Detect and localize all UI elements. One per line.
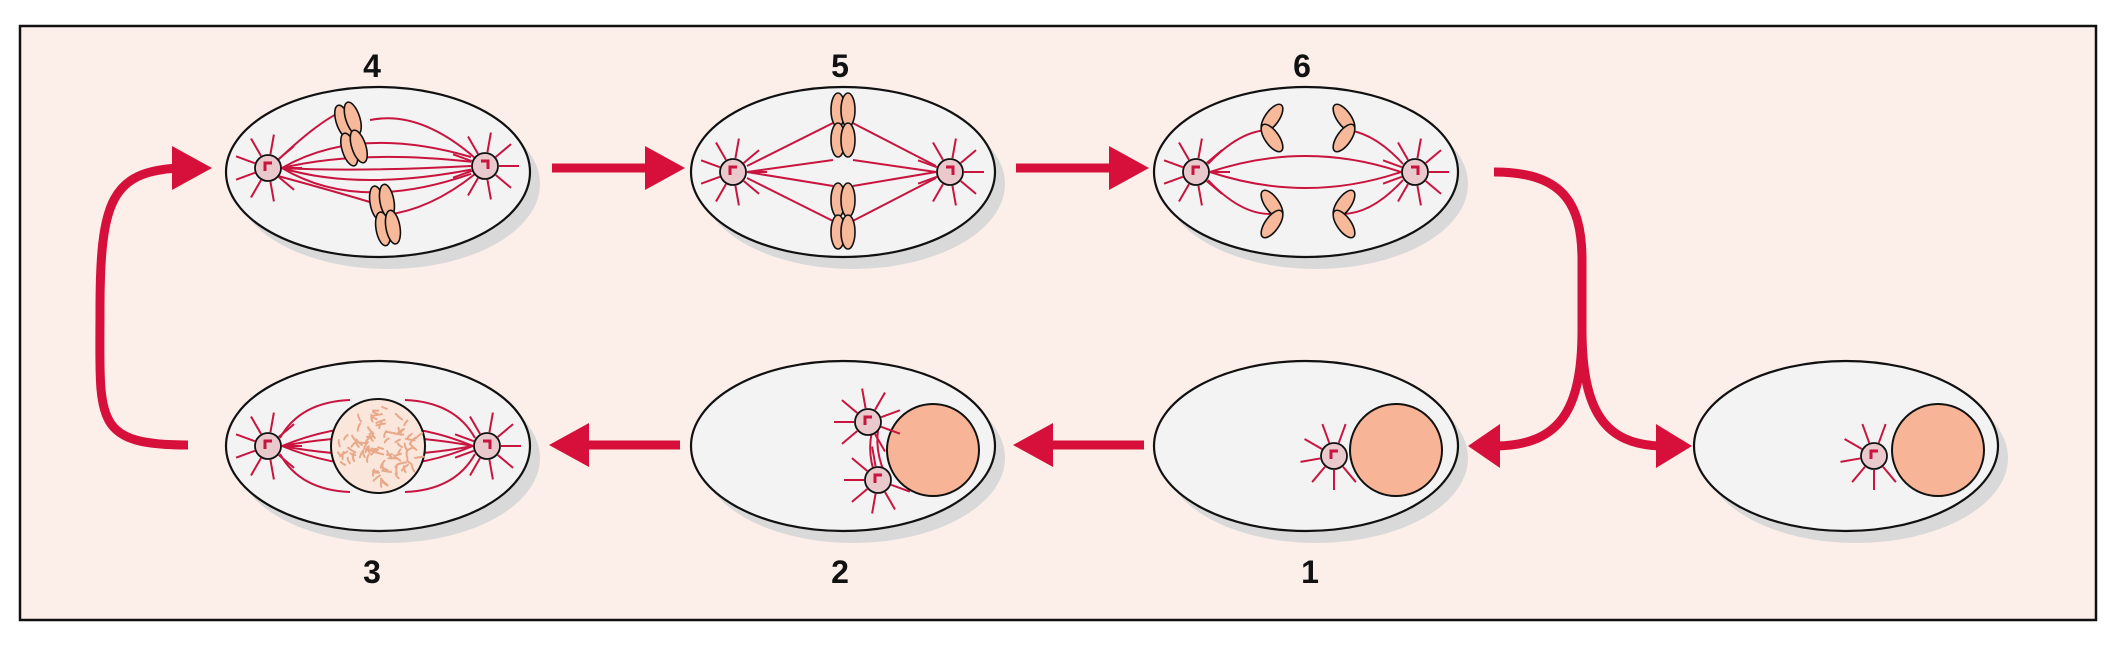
centrosome-body — [720, 159, 746, 185]
chromatid — [841, 215, 855, 249]
centrosome-body — [855, 409, 881, 435]
chromatin-strand — [381, 480, 382, 487]
nucleus — [887, 404, 979, 496]
chromatin-strand — [356, 442, 365, 443]
centrosome-body — [255, 433, 281, 459]
centrosome-body — [937, 159, 963, 185]
chromosome — [831, 123, 855, 157]
step-label-4: 4 — [363, 50, 381, 82]
chromatin-strand — [353, 454, 354, 461]
nucleus — [1892, 404, 1984, 496]
chromosome — [831, 183, 855, 217]
chromosome — [831, 215, 855, 249]
chromatin-strand — [368, 449, 377, 450]
chromatin-strand — [342, 452, 343, 459]
centrosome-body — [472, 153, 498, 179]
step-label-5: 5 — [831, 50, 849, 82]
nucleus — [1350, 404, 1442, 496]
chromatin-strand — [407, 451, 408, 458]
chromosome — [831, 93, 855, 127]
step-label-1: 1 — [1301, 556, 1319, 588]
chromatid — [841, 183, 855, 217]
chromatin-strand — [373, 469, 374, 475]
chromatid — [841, 123, 855, 157]
centrosome-body — [1183, 159, 1209, 185]
chromatin-strand — [396, 467, 397, 474]
centrosome-body — [1861, 443, 1887, 469]
step-label-3: 3 — [363, 556, 381, 588]
step-label-6: 6 — [1293, 50, 1311, 82]
centrosome-body — [1321, 443, 1347, 469]
centrosome-body — [1402, 159, 1428, 185]
chromatid — [841, 93, 855, 127]
chromatin-strand — [415, 457, 424, 458]
chromatin-strand — [387, 454, 392, 455]
centrosome-body — [865, 467, 891, 493]
step-label-2: 2 — [831, 556, 849, 588]
centrosome-body — [255, 155, 281, 181]
centrosome-body — [474, 433, 500, 459]
